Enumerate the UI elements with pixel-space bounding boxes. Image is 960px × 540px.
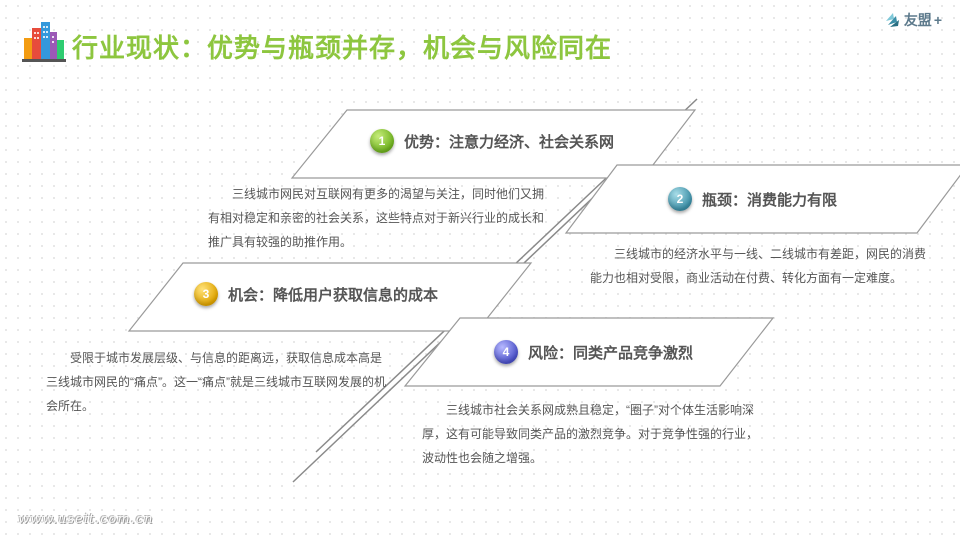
- page-title: 行业现状：优势与瓶颈并存，机会与风险同在: [72, 33, 613, 63]
- card-4-heading: 4 风险：同类产品竞争激烈: [494, 340, 693, 364]
- brand-logo: 友盟 +: [884, 10, 942, 30]
- card-label: 瓶颈：消费能力有限: [702, 191, 838, 209]
- number-badge: 4: [494, 340, 518, 364]
- card-3-heading: 3 机会：降低用户获取信息的成本: [194, 282, 438, 306]
- number-badge: 2: [668, 187, 692, 211]
- card-2-heading: 2 瓶颈：消费能力有限: [668, 187, 837, 211]
- city-buildings-icon: [22, 22, 66, 62]
- number-badge: 1: [370, 129, 394, 153]
- brand-name: 友盟: [903, 12, 932, 28]
- card-3-description: 受限于城市发展层级、与信息的距离远，获取信息成本高是三线城市网民的“痛点”。这一…: [46, 351, 386, 413]
- umeng-logo-icon: [885, 13, 899, 27]
- footer-url[interactable]: www.useit.com.cn: [18, 512, 154, 527]
- card-1-heading: 1 优势：注意力经济、社会关系网: [370, 129, 614, 153]
- brand-mark: +: [933, 12, 942, 28]
- card-1-description: 三线城市网民对互联网有更多的渴望与关注，同时他们又拥有相对稳定和亲密的社会关系，…: [208, 187, 545, 249]
- card-label: 机会：降低用户获取信息的成本: [228, 286, 439, 304]
- card-label: 风险：同类产品竞争激烈: [528, 344, 694, 362]
- card-shape-4: [403, 317, 775, 387]
- number-badge: 3: [194, 282, 218, 306]
- card-4-description: 三线城市社会关系网成熟且稳定，“圈子”对个体生活影响深厚，这有可能导致同类产品的…: [422, 403, 759, 465]
- card-label: 优势：注意力经济、社会关系网: [404, 133, 615, 151]
- card-2-description: 三线城市的经济水平与一线、二线城市有差距，网民的消费能力也相对受限，商业活动在付…: [590, 247, 927, 285]
- card-shape-2: [564, 164, 960, 234]
